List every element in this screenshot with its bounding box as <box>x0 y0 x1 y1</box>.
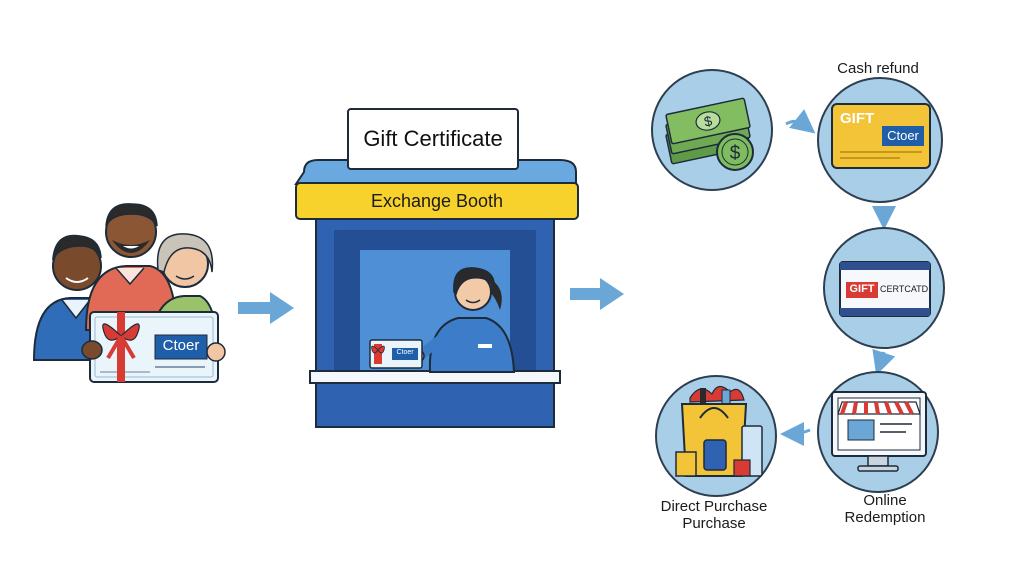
certificate-card-icon <box>839 261 931 317</box>
certificate-card-gift-word: GIFT <box>849 283 875 295</box>
family-card-brand: Ctoer <box>162 337 200 354</box>
shopping-bag-icon <box>675 385 763 477</box>
online-store-monitor-icon <box>831 391 927 472</box>
cash-refund-label: Cash refund <box>837 60 919 77</box>
certificate-card-text: CERTCATD <box>880 284 929 294</box>
svg-text:$: $ <box>703 112 714 129</box>
arrow-family-to-booth <box>238 292 294 324</box>
gold-card-brand: Ctoer <box>887 128 919 143</box>
cash-stack-icon: $ <box>665 97 751 165</box>
gold-card-gift-word: GIFT <box>840 110 875 127</box>
dollar-coin-icon: $ <box>716 133 754 171</box>
arrow-cash-to-gift <box>785 109 816 134</box>
gift-certificate-title: Gift Certificate <box>347 108 519 170</box>
gift-card-icon <box>81 311 226 383</box>
arrow-online-to-direct <box>780 421 811 446</box>
svg-text:$: $ <box>730 143 741 164</box>
arrow-booth-to-options <box>570 278 624 310</box>
exchange-booth-sign: Exchange Booth <box>370 190 504 211</box>
booth-card-brand: Ctoer <box>396 349 414 356</box>
direct-purchase-label: Direct Purchase Purchase <box>660 498 768 533</box>
clerk-icon <box>411 267 516 373</box>
gold-gift-card-icon <box>831 103 931 169</box>
booth-gift-card-icon <box>369 339 423 369</box>
online-redemption-label: Online Redemption <box>844 492 926 527</box>
arrow-certificate-to-online <box>872 348 896 376</box>
